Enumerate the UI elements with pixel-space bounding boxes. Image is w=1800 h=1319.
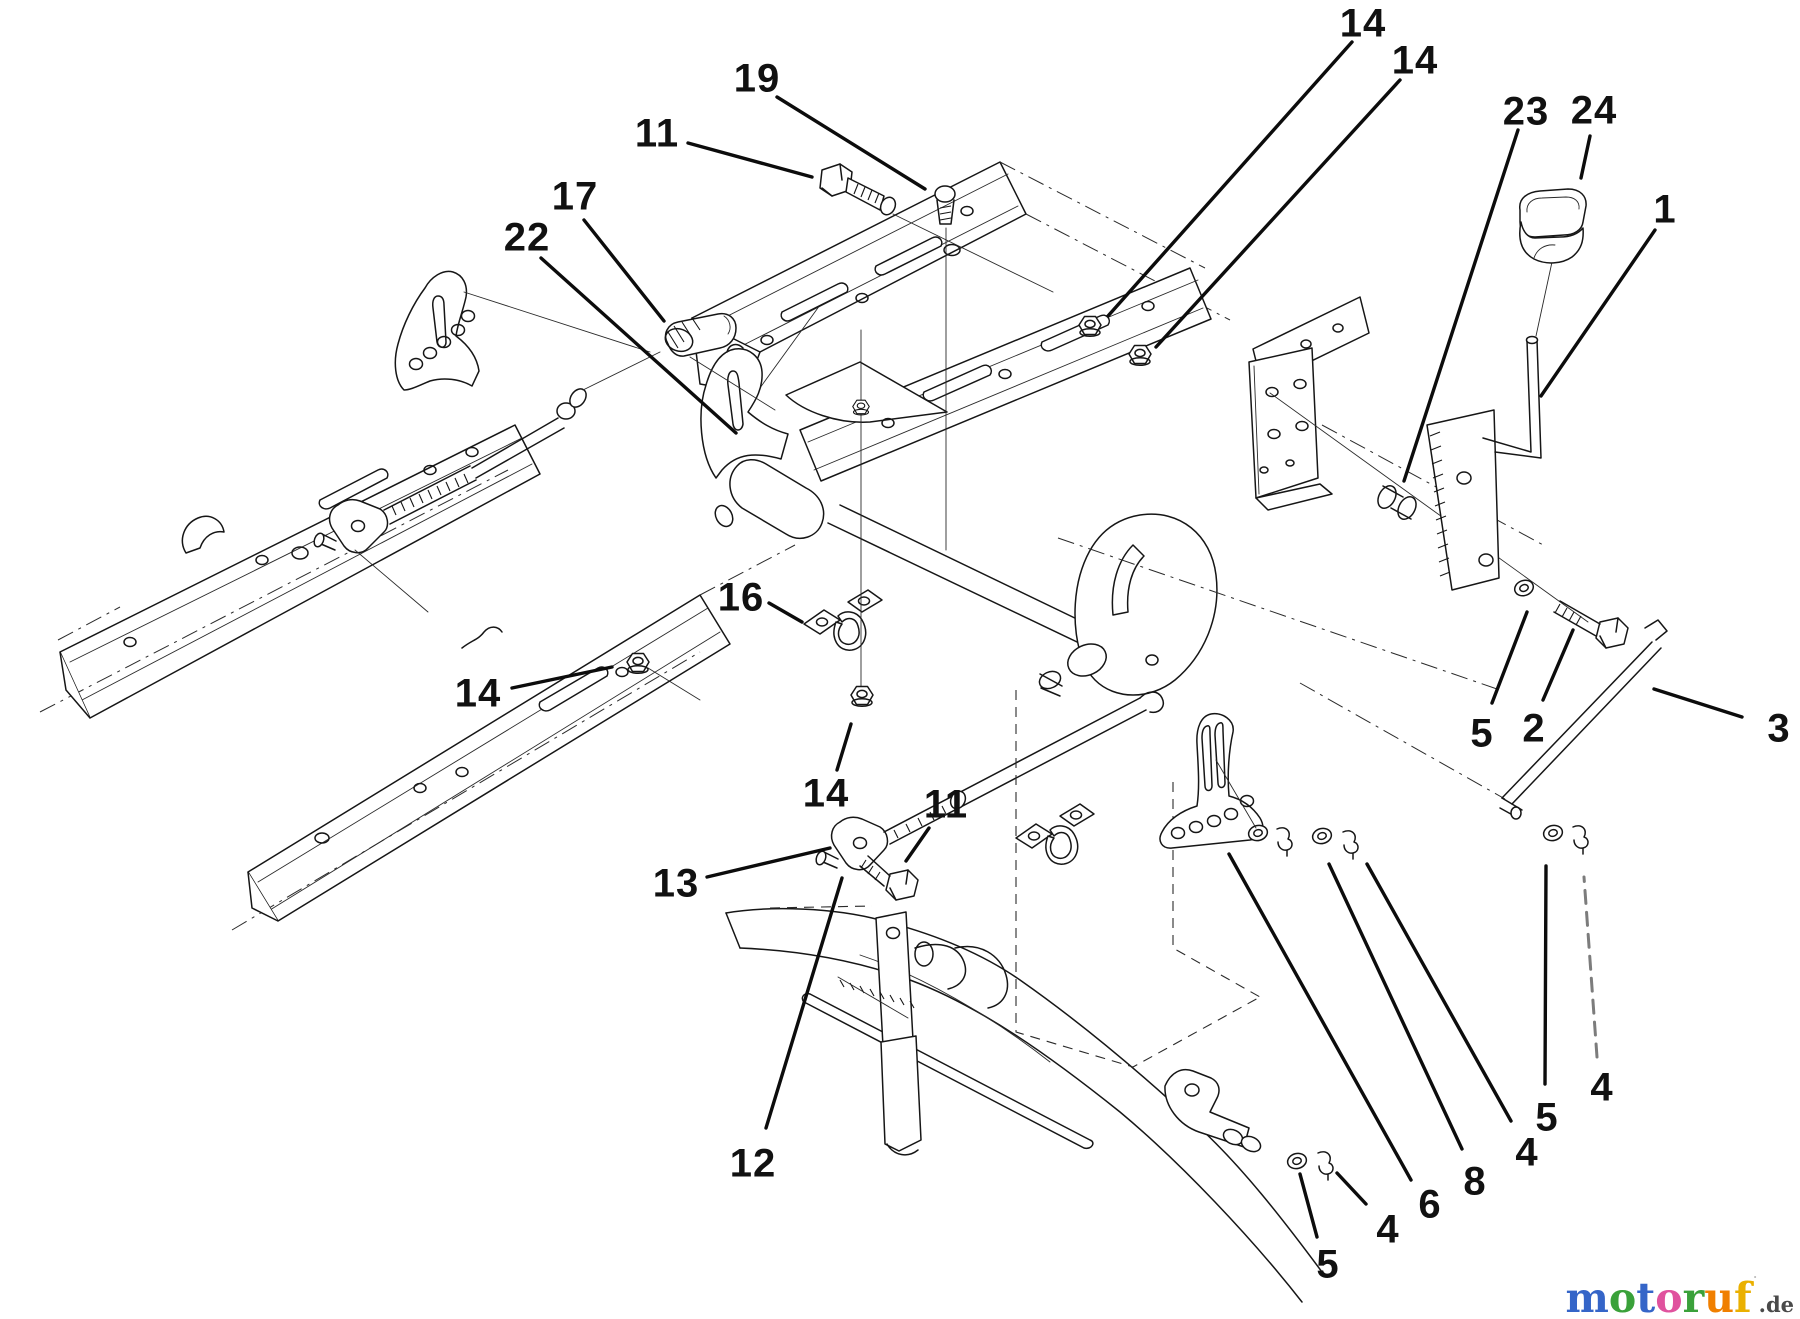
rod-clamp-lower — [1015, 803, 1095, 865]
callout-14-5: 14 — [1391, 38, 1439, 83]
leader-line-11-16 — [904, 826, 931, 863]
leader-line-5-24 — [1298, 1172, 1319, 1239]
leader-line-14-5 — [1154, 78, 1402, 349]
logo-suffix: .de — [1758, 1292, 1794, 1317]
leader-line-6-18 — [1227, 852, 1413, 1182]
callout-4-20: 4 — [1515, 1130, 1539, 1175]
callout-5-24: 5 — [1316, 1242, 1340, 1287]
callout-14-4: 14 — [1339, 1, 1387, 46]
leader-line-16-12 — [767, 601, 804, 624]
callout-12-17: 12 — [729, 1141, 777, 1186]
left-upper-rail — [39, 424, 541, 719]
logo-letters: motoruf — [1566, 1274, 1752, 1319]
leader-line-19-0 — [775, 95, 927, 191]
leader-line-4-23 — [1335, 1171, 1368, 1206]
leader-line-14-4 — [1106, 40, 1354, 318]
compression-spring — [664, 312, 776, 411]
logo-letter-r: r — [1682, 1274, 1705, 1319]
right-rail-and-bracket — [785, 267, 1589, 623]
screw-19 — [934, 185, 956, 551]
bent-link-rod — [1499, 619, 1668, 855]
left-height-bracket — [394, 270, 651, 391]
callout-leader-lines — [510, 40, 1744, 1239]
leader-line-5-21 — [1543, 864, 1548, 1086]
leader-line-23-6 — [1402, 128, 1520, 483]
leader-line-14-13 — [510, 665, 614, 690]
leader-line-11-1 — [686, 141, 814, 179]
logo-trademark-mark: ˙ — [1751, 1275, 1759, 1291]
logo-letter-u: u — [1704, 1274, 1734, 1319]
leader-line-13-15 — [705, 846, 832, 879]
callout-2-10: 2 — [1522, 706, 1546, 751]
leader-line-4-20 — [1365, 862, 1513, 1123]
leader-line-2-10 — [1541, 628, 1575, 702]
motoruf-logo[interactable]: motoruf˙.de — [1566, 1275, 1794, 1319]
callout-23-6: 23 — [1502, 89, 1550, 134]
callout-14-14: 14 — [802, 771, 850, 816]
lever-assembly — [1377, 188, 1629, 649]
callout-11-1: 11 — [634, 111, 680, 156]
leader-line-3-11 — [1652, 687, 1744, 719]
callout-14-13: 14 — [454, 671, 502, 716]
bolt-11-top — [819, 163, 1054, 293]
leader-line-8-19 — [1327, 862, 1464, 1151]
left-link-rod — [313, 351, 661, 613]
callout-17-2: 17 — [551, 174, 599, 219]
callout-19-0: 19 — [733, 56, 781, 101]
callout-13-15: 13 — [652, 861, 700, 906]
callout-6-18: 6 — [1418, 1182, 1442, 1227]
callout-16-12: 16 — [717, 575, 765, 620]
leader-line-17-2 — [582, 218, 666, 323]
leader-line-4-22 — [1582, 875, 1599, 1059]
leader-line-22-3 — [539, 256, 738, 435]
logo-letter-o: o — [1655, 1274, 1683, 1319]
callout-4-23: 4 — [1376, 1207, 1400, 1252]
logo-letter-f: f — [1734, 1274, 1752, 1319]
logo-letter-t: t — [1636, 1274, 1656, 1319]
leader-line-14-14 — [835, 722, 853, 772]
callout-11-16: 11 — [923, 782, 969, 827]
left-lower-rail — [231, 544, 796, 931]
right-height-bracket — [1159, 712, 1359, 860]
callout-24-7: 24 — [1570, 88, 1618, 133]
rod-clamp-16 — [803, 329, 883, 708]
callout-4-22: 4 — [1590, 1065, 1614, 1110]
lift-axle-assembly — [700, 343, 1218, 697]
callout-22-3: 22 — [503, 215, 551, 260]
callout-1-8: 1 — [1653, 187, 1677, 232]
callout-3-11: 3 — [1767, 706, 1791, 751]
callout-5-9: 5 — [1470, 711, 1494, 756]
leader-line-5-9 — [1490, 610, 1529, 705]
logo-letter-m: m — [1565, 1274, 1609, 1319]
leader-line-24-7 — [1579, 134, 1592, 180]
callout-5-21: 5 — [1535, 1095, 1559, 1140]
leader-line-12-17 — [764, 876, 844, 1130]
callout-8-19: 8 — [1463, 1159, 1487, 1204]
leader-line-1-8 — [1539, 228, 1657, 398]
trunnion-and-lift-rod — [815, 691, 1164, 901]
logo-letter-o: o — [1608, 1274, 1637, 1319]
flange-nuts-top — [626, 315, 1152, 701]
